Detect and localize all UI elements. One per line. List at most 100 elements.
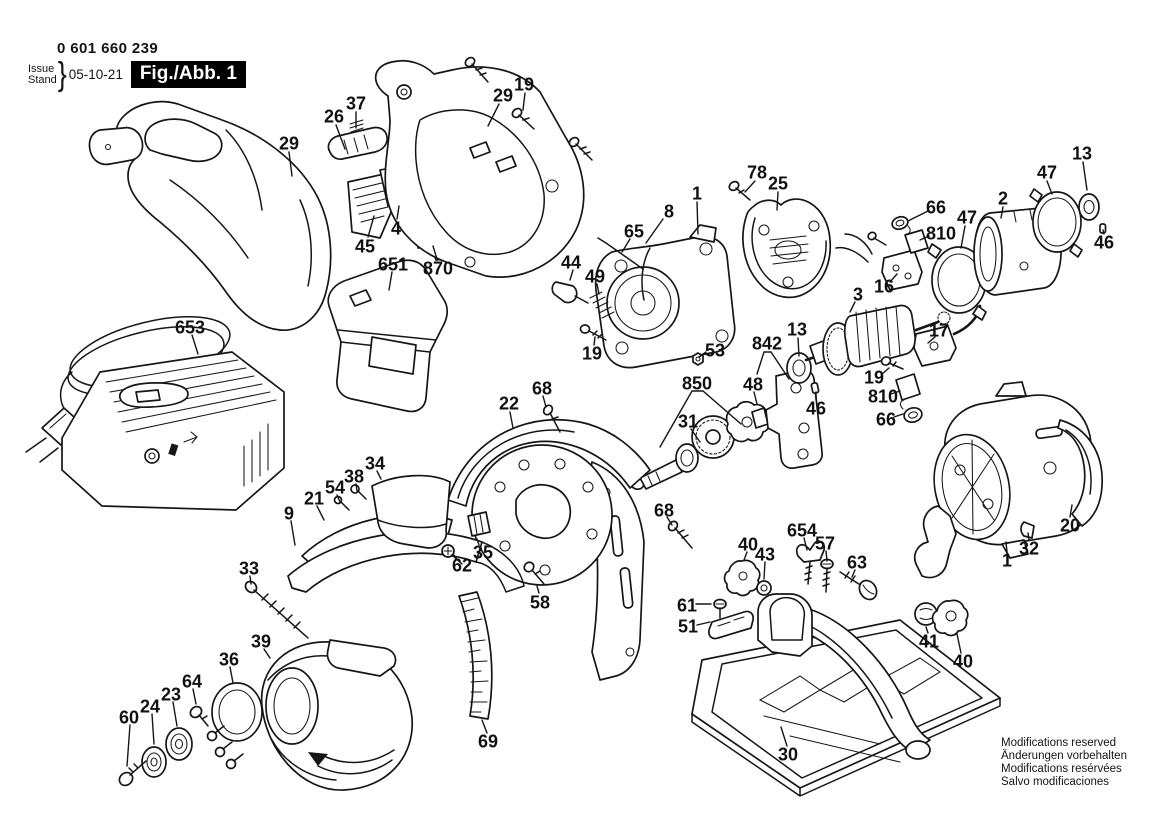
part-callout-69: 69 <box>478 731 498 751</box>
leader-line <box>263 648 271 659</box>
charger-drawing <box>25 316 285 511</box>
leader-line <box>336 494 341 503</box>
leader-line <box>487 103 500 127</box>
part-callout-36: 36 <box>219 649 239 669</box>
handle-housing-drawing <box>88 100 332 331</box>
part-callout-9: 9 <box>284 503 294 523</box>
note-line: Salvo modificaciones <box>1001 776 1110 788</box>
part-callout-39: 39 <box>251 631 271 651</box>
leader-line <box>698 351 707 358</box>
leader-line <box>881 367 890 375</box>
part-callout-34: 34 <box>365 453 385 473</box>
part-callout-810: 810 <box>926 223 956 243</box>
leader-line <box>907 210 929 222</box>
part-callout-68: 68 <box>654 500 674 520</box>
part-callout-23: 23 <box>161 684 181 704</box>
stand-label: Stand <box>28 73 57 86</box>
brace-glyph: } <box>57 55 67 93</box>
base-plate-drawing <box>691 540 1001 797</box>
leader-line <box>481 719 488 734</box>
part-callout-13: 13 <box>787 319 807 339</box>
leader-line <box>889 273 898 283</box>
part-callout-842: 842 <box>752 333 782 353</box>
part-callout-870: 870 <box>423 258 453 278</box>
part-callout-35: 35 <box>473 542 493 562</box>
part-callout-21: 21 <box>304 488 324 508</box>
leader-line <box>522 92 526 111</box>
leader-line <box>569 269 574 281</box>
leader-line <box>780 726 788 747</box>
leader-line <box>290 520 296 546</box>
leader-line <box>890 390 901 395</box>
leader-line <box>956 633 962 654</box>
part-callout-38: 38 <box>344 466 364 486</box>
leader-line <box>126 724 131 767</box>
part-callout-65: 65 <box>624 221 644 241</box>
motor-housing-drawing <box>374 56 593 278</box>
gear-housing-drawing <box>913 381 1103 579</box>
part-callout-47: 47 <box>957 207 977 227</box>
leader-line <box>666 516 673 526</box>
group-bracket-line <box>659 390 742 448</box>
leader-line <box>849 301 856 313</box>
part-callout-63: 63 <box>847 552 867 572</box>
leader-line <box>825 550 828 562</box>
part-callout-850: 850 <box>682 373 712 393</box>
leader-line <box>776 191 779 211</box>
battery-drawing <box>327 259 448 413</box>
upper-guard-drawing <box>447 404 693 681</box>
leader-line <box>367 215 375 238</box>
note-line: Änderungen vorbehalten <box>1001 750 1127 762</box>
part-callout-46: 46 <box>1094 232 1114 252</box>
figure-label: Fig./Abb. 1 <box>130 61 246 88</box>
part-callout-66: 66 <box>876 409 896 429</box>
leader-line <box>376 470 382 480</box>
product-code: 0 601 660 239 <box>57 40 159 57</box>
part-callout-49: 49 <box>585 266 605 286</box>
leader-line <box>191 334 199 355</box>
part-callout-40: 40 <box>738 534 758 554</box>
leader-line <box>803 537 808 551</box>
leader-line <box>1005 541 1008 553</box>
part-callout-22: 22 <box>499 393 519 413</box>
modification-notes: Modifications reserved Änderungen vorbeh… <box>1001 737 1127 789</box>
note-line: Modifications reserved <box>1001 737 1117 749</box>
inner-guard-drawing <box>244 474 545 639</box>
part-callout-16: 16 <box>874 276 894 296</box>
part-callout-29: 29 <box>493 85 513 105</box>
part-callout-66: 66 <box>926 197 946 217</box>
leader-line <box>753 391 758 405</box>
part-callout-43: 43 <box>755 544 775 564</box>
part-callout-653: 653 <box>175 317 205 337</box>
leader-line <box>696 201 699 235</box>
part-callout-2: 2 <box>998 188 1008 208</box>
gearbox-housing-drawing <box>551 224 736 369</box>
leader-line <box>396 205 400 220</box>
issue-date: 05-10-21 <box>68 67 123 82</box>
leader-line <box>645 218 664 244</box>
leader-line <box>509 411 514 429</box>
gear-train-drawing <box>629 352 823 491</box>
part-callout-8: 8 <box>664 201 674 221</box>
part-callout-24: 24 <box>140 696 160 716</box>
leader-line <box>536 585 540 594</box>
part-callout-40: 40 <box>953 651 973 671</box>
part-callout-1: 1 <box>692 183 702 203</box>
part-callout-13: 13 <box>1072 143 1092 163</box>
part-callout-20: 20 <box>1060 515 1080 535</box>
part-callout-45: 45 <box>355 236 375 256</box>
part-callout-4: 4 <box>391 218 401 238</box>
leader-line <box>1027 532 1030 541</box>
leader-line <box>851 569 856 578</box>
part-callout-61: 61 <box>677 595 697 615</box>
leader-line <box>925 626 929 634</box>
part-callout-31: 31 <box>678 411 698 431</box>
issue-stand-labels: Issue Stand <box>28 63 57 86</box>
leader-line <box>249 575 252 585</box>
part-callout-810: 810 <box>868 386 898 406</box>
part-callout-58: 58 <box>530 592 550 612</box>
part-callout-30: 30 <box>778 744 798 764</box>
